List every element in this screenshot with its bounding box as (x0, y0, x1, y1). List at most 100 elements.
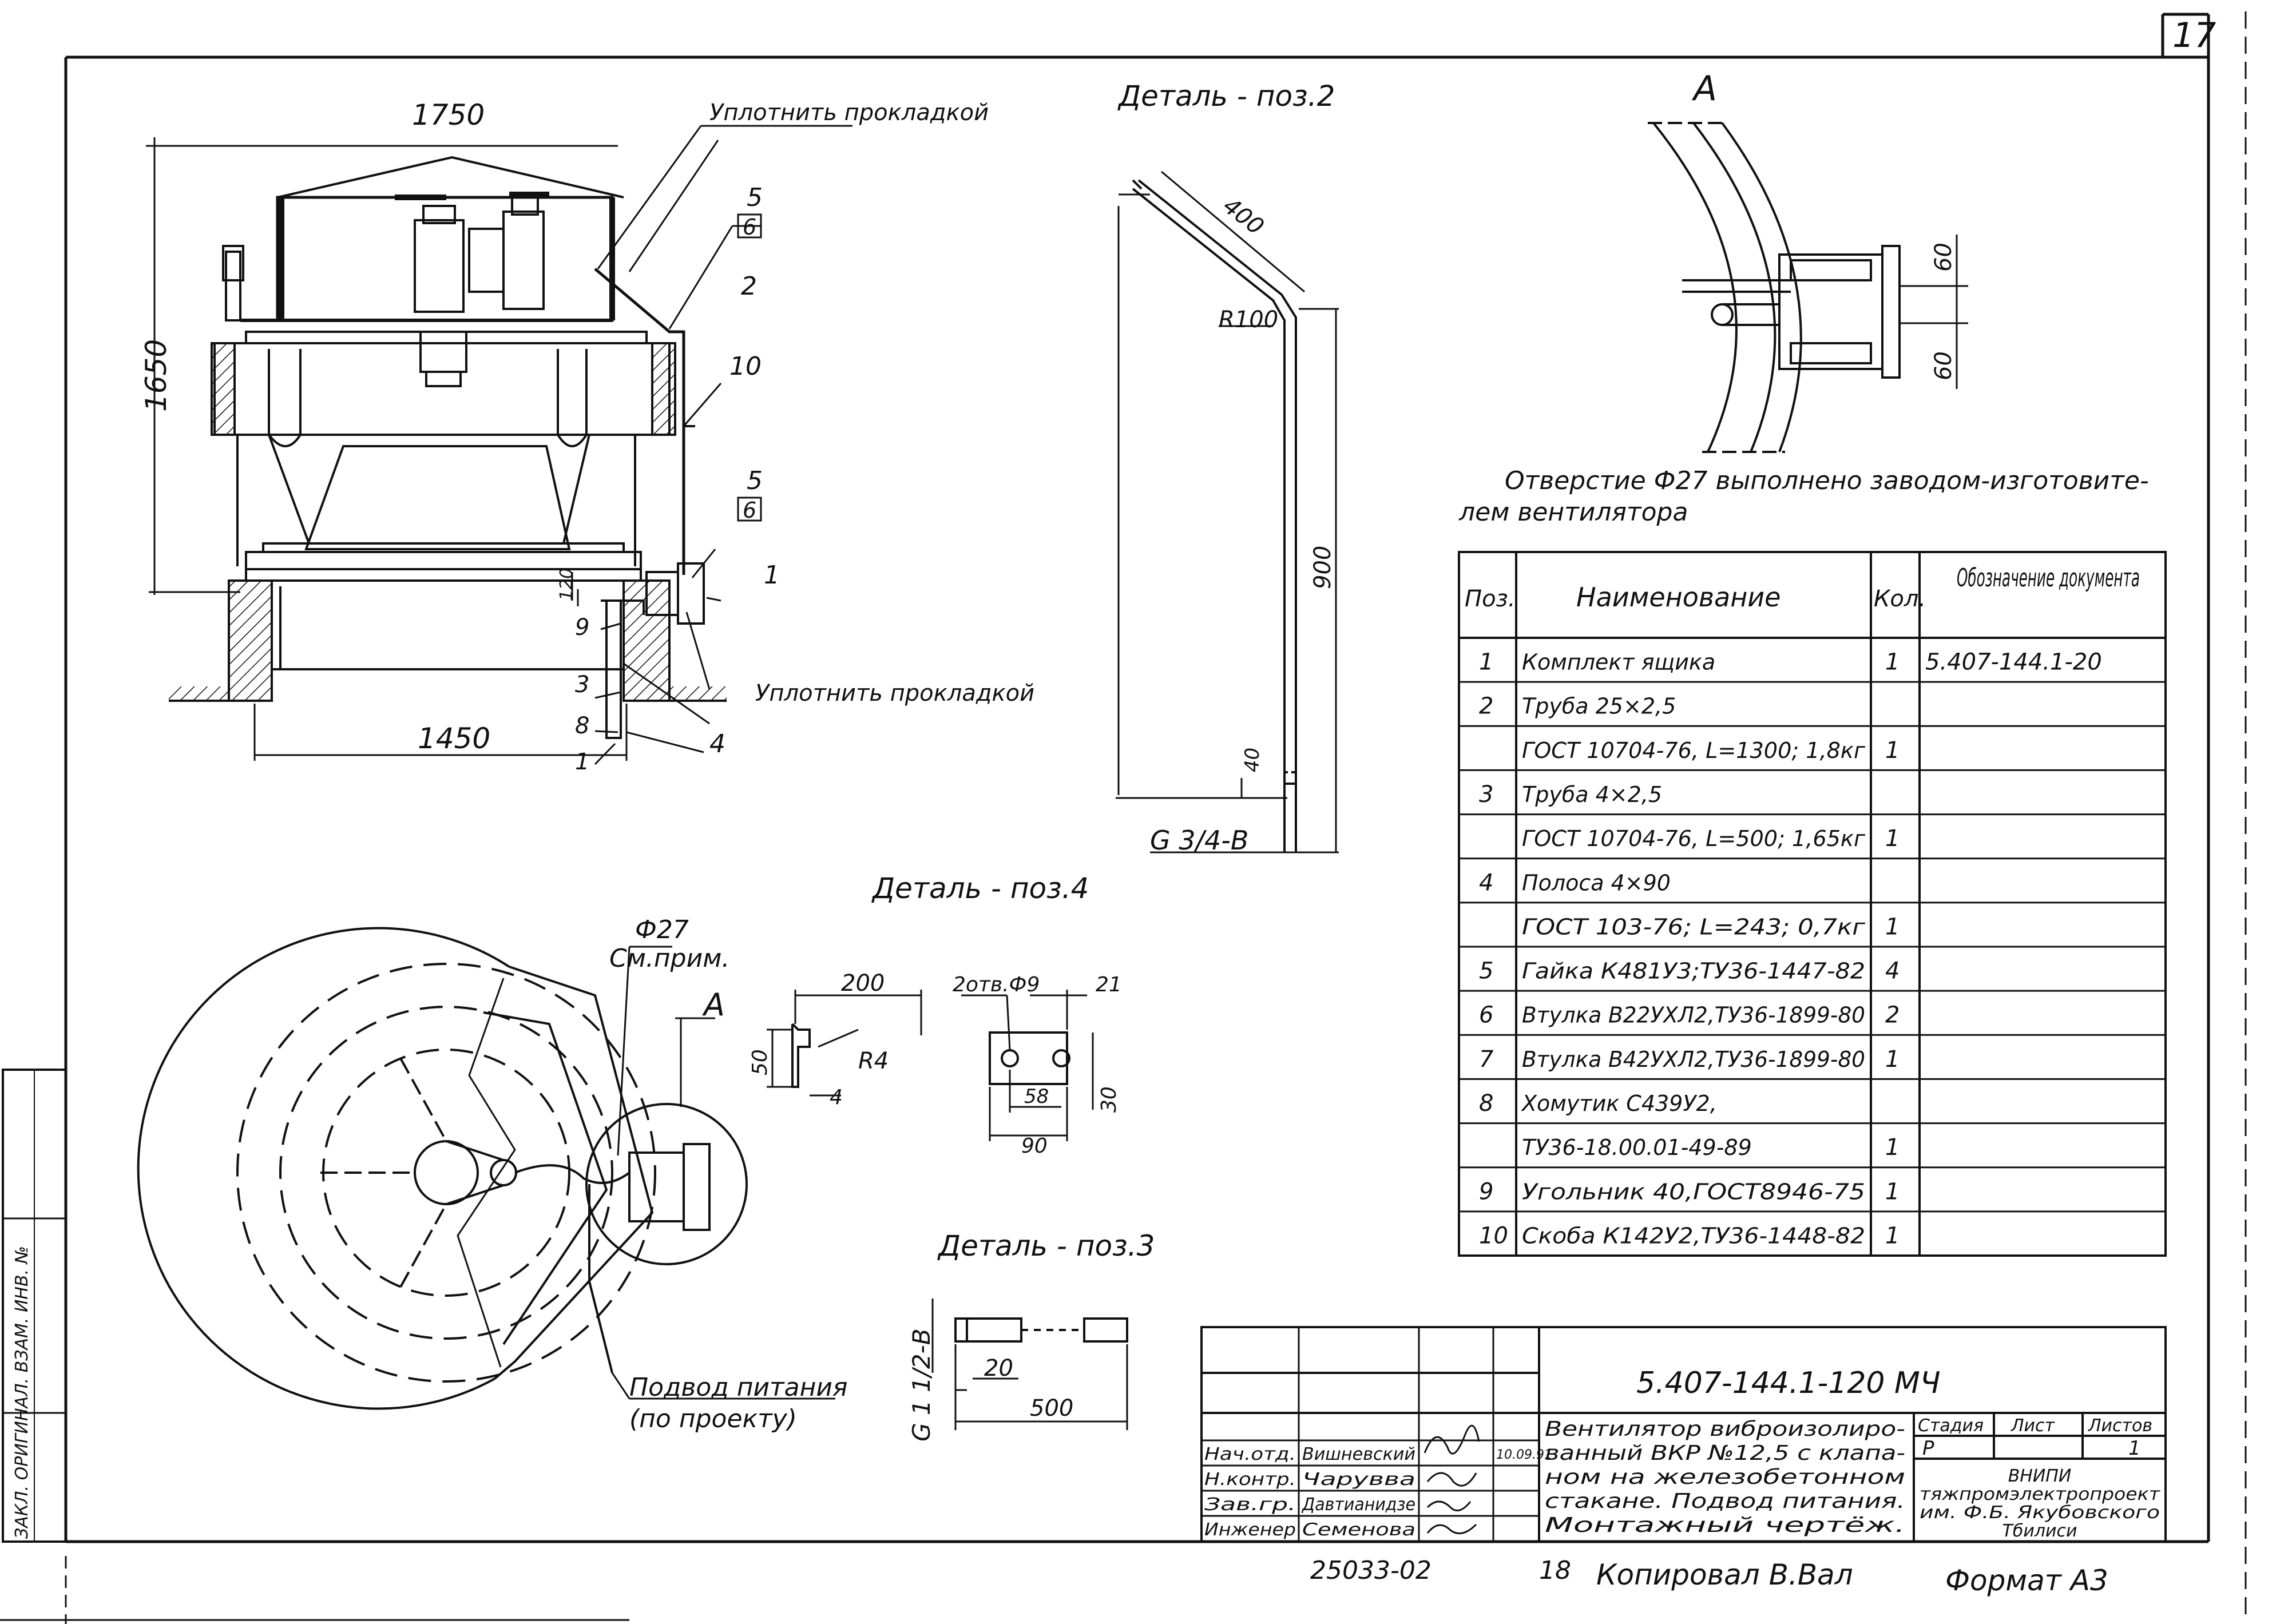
note-seal-top: Уплотнить прокладкой (709, 100, 989, 126)
detail4-title: Деталь - поз.4 (871, 872, 1089, 905)
tb-h-sheet: Лист (2011, 1416, 2056, 1436)
tb-date: 10.09.91 (1496, 1448, 1552, 1462)
spec-row-name: Скоба К142У2,ТУ36-1448-82 (1522, 1223, 1865, 1248)
detail3-dims (931, 1299, 1128, 1430)
detail2-dims (1116, 170, 1339, 853)
callout-1-bottom: 1 (575, 749, 589, 775)
title-person-role: Нач.отд. (1204, 1444, 1296, 1464)
plan-see-note: См.прим. (609, 944, 729, 973)
spec-row-pos: 2 (1479, 693, 1493, 720)
title-desc-line: ванный ВКР №12,5 с клапа- (1545, 1442, 1905, 1465)
detail2-radius: R100 (1219, 307, 1278, 333)
detail2-pipe (1132, 179, 1297, 852)
detail2-dim-900: 900 (1310, 546, 1336, 589)
detail4-dim-21: 21 (1096, 973, 1122, 996)
spec-header-doc: Обозначение документа (1957, 563, 2140, 593)
detail4-dim-200: 200 (841, 970, 885, 996)
spec-row-pos: 7 (1479, 1046, 1494, 1073)
view-a-dim-60-bottom: 60 (1930, 351, 1957, 380)
detail4-dim-90: 90 (1021, 1134, 1048, 1158)
spec-header-pos: Поз. (1465, 586, 1516, 612)
spec-row-pos: 8 (1479, 1090, 1493, 1117)
spec-row-qty: 1 (1885, 1178, 1900, 1205)
title-org-line: Тбилиси (2002, 1521, 2077, 1541)
spec-row-qty: 1 (1885, 649, 1900, 676)
title-org-line: тяжпромэлектропроект (1920, 1484, 2161, 1504)
spec-row-name: ГОСТ 103-76; L=243; 0,7кг (1522, 914, 1866, 939)
spec-row-name: Полоса 4×90 (1522, 870, 1671, 895)
title-desc-line: Вентилятор виброизолиро- (1545, 1417, 1905, 1441)
spec-row-pos: 4 (1479, 869, 1493, 896)
spec-row-pos: 6 (1479, 1002, 1493, 1029)
sheet-format: Формат А3 (1945, 1564, 2108, 1597)
detail2-dim-40: 40 (1241, 748, 1264, 772)
view-a-drawing (1648, 122, 1901, 453)
detail4-dim-50: 50 (748, 1049, 772, 1075)
tb-h-sheets: Листов (2088, 1416, 2152, 1436)
detail4-drawing (791, 1023, 1070, 1088)
signatures (1423, 1424, 1480, 1535)
spec-row-name: ТУ36-18.00.01-49-89 (1522, 1135, 1752, 1160)
sheet-copied: Копировал В.Вал (1596, 1558, 1853, 1591)
detail2-title: Деталь - поз.2 (1117, 80, 1335, 113)
tb-v-sheets: 1 (2128, 1437, 2141, 1460)
left-stamp-text: ЗАКЛ. ОРИГИНАЛ. ВЗАМ. ИНВ. № (12, 1246, 32, 1539)
main-view-dimensions (146, 137, 628, 761)
title-person-name: Вишневский (1302, 1444, 1415, 1464)
title-org-line: ВНИПИ (2008, 1466, 2072, 1486)
title-person-name: Чарувва (1302, 1470, 1415, 1490)
dim-1750: 1750 (412, 98, 485, 132)
dim-1450: 1450 (418, 722, 490, 755)
left-stamp: ЗАКЛ. ОРИГИНАЛ. ВЗАМ. ИНВ. № (2, 1069, 67, 1543)
detail4-dim-30: 30 (1097, 1086, 1121, 1113)
callout-4: 4 (709, 729, 725, 759)
title-person-name: Семенова (1302, 1520, 1415, 1540)
sheet-below-num: 18 (1539, 1556, 1571, 1585)
spec-row-name: Втулка В42УХЛ2,ТУ36-1899-80 (1522, 1047, 1865, 1072)
spec-row-name: ГОСТ 10704-76, L=500; 1,65кг (1522, 826, 1866, 851)
view-a-note-line1: Отверстие Ф27 выполнено заводом-изготови… (1505, 466, 2149, 495)
title-desc-line: стакане. Подвод питания. (1545, 1490, 1905, 1513)
spec-row-qty: 1 (1885, 914, 1900, 940)
title-person-role: Инженер (1204, 1520, 1296, 1540)
callout-3: 3 (575, 672, 589, 698)
note-seal-bottom: Уплотнить прокладкой (755, 680, 1034, 706)
detail2-dim-400: 400 (1218, 193, 1268, 240)
view-a-dims (1900, 235, 1968, 389)
view-a-title: А (1691, 69, 1717, 109)
callout-6-top: 6 (743, 215, 756, 240)
tb-h-stage: Стадия (1918, 1416, 1984, 1436)
spec-row-qty: 1 (1885, 737, 1900, 764)
title-org-line: им. Ф.Б. Якубовского (1920, 1503, 2160, 1523)
title-person-role: Н.контр. (1204, 1470, 1296, 1490)
spec-row-pos: 1 (1479, 649, 1493, 676)
plan-label-a: А (702, 987, 725, 1023)
spec-row-name: Втулка В22УХЛ2,ТУ36-1899-80 (1522, 1003, 1865, 1028)
detail4-radius: R4 (858, 1048, 889, 1074)
callout-6-bottom: 6 (743, 498, 756, 523)
spec-row-doc: 5.407-144.1-20 (1925, 649, 2102, 676)
detail4-dims (767, 990, 1094, 1141)
spec-row-pos: 10 (1479, 1222, 1508, 1249)
spec-row-pos: 9 (1479, 1178, 1493, 1205)
tb-v-stage: Р (1922, 1437, 1934, 1460)
plan-leaders (611, 946, 835, 1400)
spec-row-name: Угольник 40,ГОСТ8946-75 (1522, 1179, 1865, 1204)
callout-10: 10 (729, 352, 762, 381)
plan-view (137, 927, 748, 1410)
spec-row-qty: 1 (1885, 1134, 1900, 1161)
detail4-dim-58: 58 (1024, 1085, 1049, 1108)
spec-row-qty: 4 (1885, 958, 1900, 984)
spec-header-name: Наименование (1576, 582, 1781, 613)
spec-row-qty: 1 (1885, 825, 1900, 852)
callout-leaders (594, 125, 852, 765)
callout-8: 8 (575, 713, 589, 739)
sheet-frame (64, 13, 2210, 1543)
detail3-dim-500: 500 (1030, 1395, 1073, 1422)
spec-row-name: Труба 25×2,5 (1522, 694, 1676, 719)
title-block: 5.407-144.1-120 МЧ Вентилятор виброизоли… (1200, 1326, 2167, 1543)
spec-row-qty: 1 (1885, 1046, 1900, 1073)
spec-row-qty: 2 (1885, 1002, 1900, 1029)
dim-120: 120 (557, 568, 577, 601)
